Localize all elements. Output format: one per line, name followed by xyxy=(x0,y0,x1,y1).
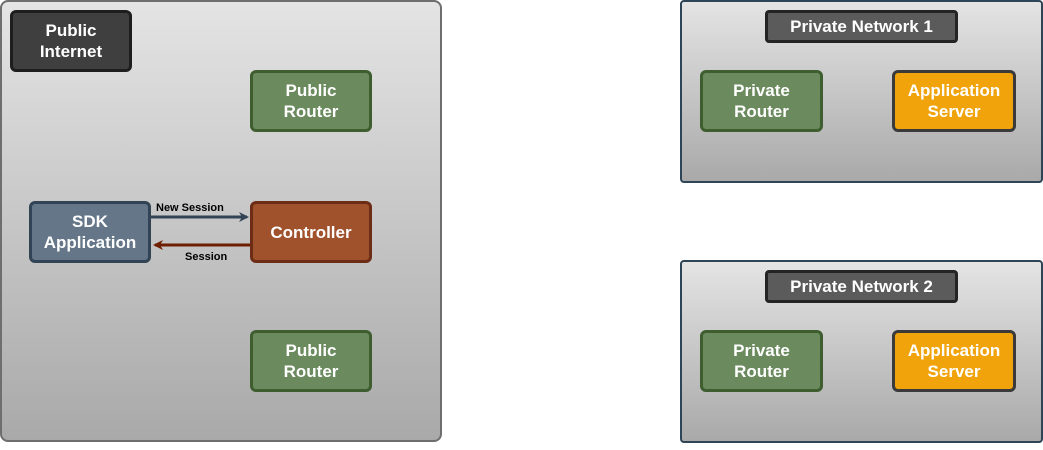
application-server-1[interactable]: Application Server xyxy=(892,70,1016,132)
private-network-2-label: Private Network 2 xyxy=(765,270,958,303)
public-router-top[interactable]: Public Router xyxy=(250,70,372,132)
private-router-1[interactable]: Private Router xyxy=(700,70,823,132)
new-session-label: New Session xyxy=(156,202,224,214)
private-router-2[interactable]: Private Router xyxy=(700,330,823,392)
controller[interactable]: Controller xyxy=(250,201,372,263)
public-internet-label: Public Internet xyxy=(10,10,132,72)
sdk-application[interactable]: SDK Application xyxy=(29,201,151,263)
session-label: Session xyxy=(185,251,227,263)
public-router-bottom[interactable]: Public Router xyxy=(250,330,372,392)
application-server-2[interactable]: Application Server xyxy=(892,330,1016,392)
private-network-1-label: Private Network 1 xyxy=(765,10,958,43)
